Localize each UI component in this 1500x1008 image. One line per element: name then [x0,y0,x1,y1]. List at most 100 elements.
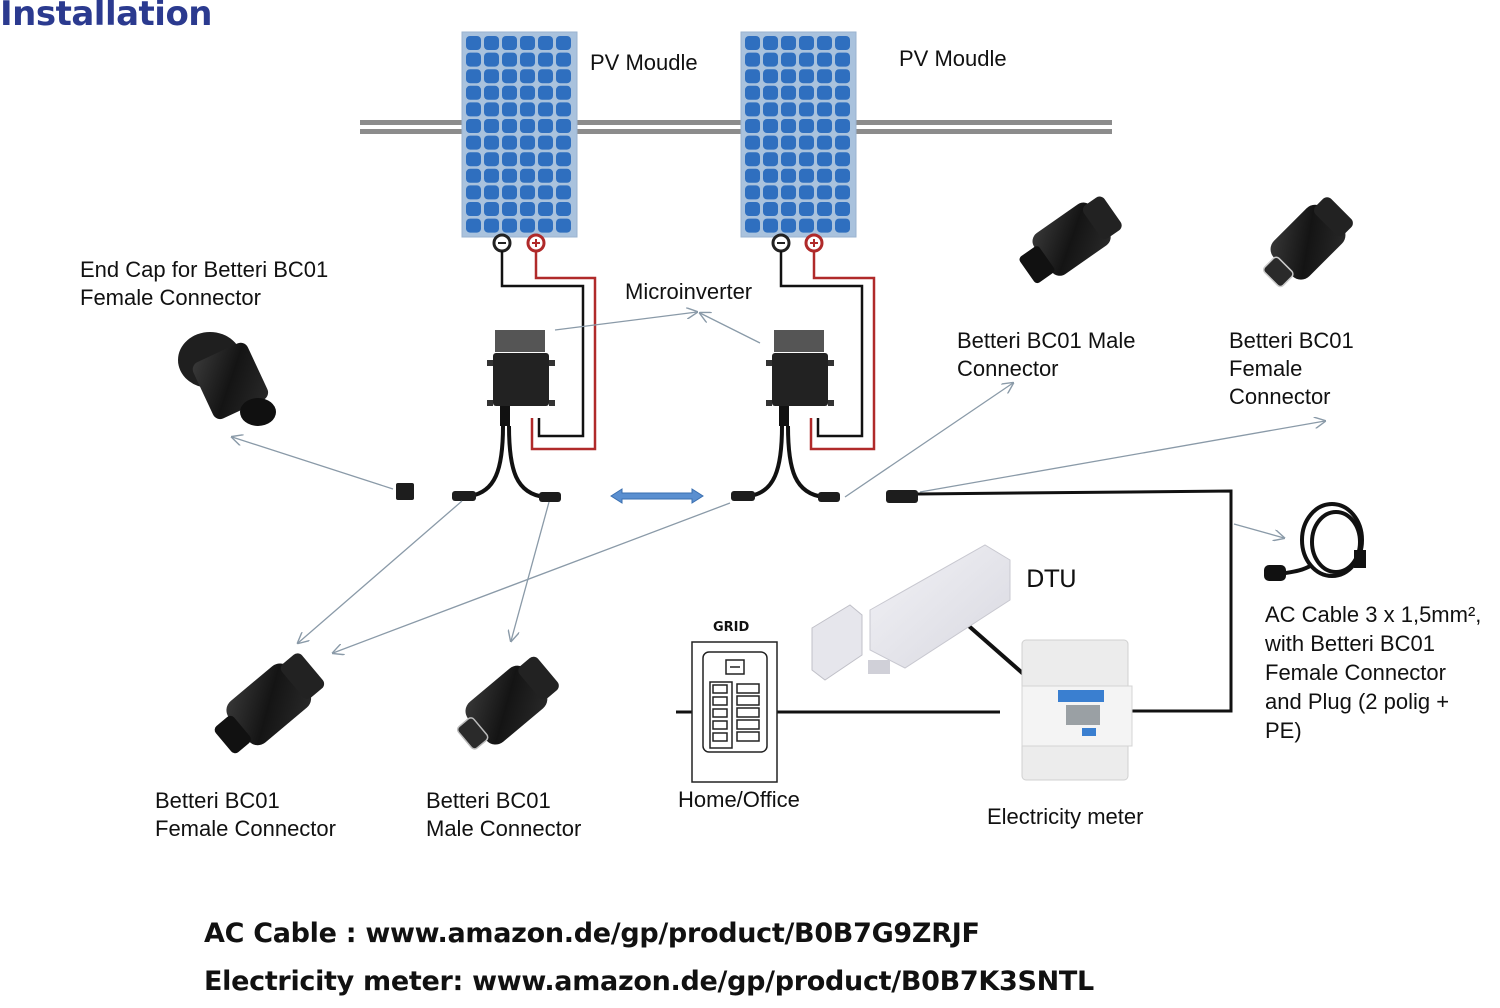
pv-module-2-label: PV Moudle [899,46,1007,71]
electricity-meter-link[interactable]: Electricity meter: www.amazon.de/gp/prod… [204,966,1094,997]
pv-cell [763,168,778,183]
pv-cell [745,135,760,150]
ac-cable-link[interactable]: AC Cable : www.amazon.de/gp/product/B0B7… [204,918,980,949]
label-line: Male Connector [426,816,582,841]
pv-cell [817,135,832,150]
end-cap-label: End Cap for Betteri BC01 Female Connecto… [80,256,328,312]
home-office-label: Home/Office [678,787,800,812]
male-connector-small-icon [818,492,840,502]
male-connector-small-icon [539,492,561,502]
pv-cell [763,102,778,117]
label-line: Betteri BC01 Male [957,328,1136,353]
pv-cell [781,185,796,200]
mounting-rail [360,120,1112,134]
pv-cell [835,135,850,150]
pv-cell [817,119,832,133]
pv-cell [781,152,796,167]
end-cap-small-icon [396,483,414,500]
pv-cell [484,152,499,167]
pv-cell [781,85,796,100]
pv-cell [745,69,760,84]
end-cap-image [178,332,276,426]
pv-cell [781,202,796,216]
microinverter-2 [749,330,834,499]
pv-cell [556,135,571,150]
pv-cell [538,69,553,84]
pv-cell [835,202,850,216]
pv-cell [781,36,796,50]
pv-cell [817,69,832,84]
breaker-switch-icon [712,696,728,706]
pv-cell [520,69,535,84]
pv-cell [520,36,535,50]
pv-cell [556,152,571,167]
pv-cell [466,102,481,117]
pv-cell [799,52,814,67]
pv-cell [745,119,760,133]
double-arrow-icon [610,488,704,504]
pv-cell [502,168,517,183]
pv-cell [520,185,535,200]
dtu-device-image [811,544,1011,681]
female-connector-bottom-image [214,653,325,754]
pv-cell [466,168,481,183]
pv-cell [763,152,778,167]
pv-cell [745,85,760,100]
pv-cell [817,102,832,117]
label-line: Female Connector [1265,660,1446,685]
pv-cell [556,119,571,133]
breaker-label-slot [736,707,760,718]
pv-cell [466,152,481,167]
breaker-switch-icon [712,684,728,694]
label-line: PE) [1265,718,1302,743]
microinverter-1 [469,330,555,499]
female-connector-bottom-label: Betteri BC01 Female Connector [155,787,336,843]
male-connector-top-label: Betteri BC01 Male Connector [957,327,1136,383]
pv-cell [745,168,760,183]
pv-cell [502,52,517,67]
label-line: Betteri BC01 [155,788,280,813]
female-connector-top-label: Betteri BC01 Female Connector [1229,327,1354,411]
breaker-switch-icon [712,708,728,718]
pv-cell [556,36,571,50]
pv-cell [763,85,778,100]
pv-cell [781,168,796,183]
pv-cell [556,185,571,200]
label-line: Female Connector [155,816,336,841]
dc-wires-1 [500,251,597,451]
pv-cell [763,135,778,150]
pv-cell [502,135,517,150]
pv-cell [466,185,481,200]
pv-cell [745,102,760,117]
negative-terminal-icon [492,233,512,253]
label-line: Female [1229,356,1303,381]
pv-cell [484,69,499,84]
label-line: Connector [957,356,1059,381]
pv-cell [466,119,481,133]
ac-trunk-line [917,489,1233,713]
pv-module-1-label: PV Moudle [590,50,698,75]
pv-cell [745,52,760,67]
pv-cell [556,102,571,117]
pv-panel-2 [740,31,857,238]
female-connector-small-icon [452,491,476,501]
male-connector-bottom-image [456,656,559,750]
pv-cell [466,52,481,67]
pv-cell [781,102,796,117]
electricity-meter-label: Electricity meter [987,804,1144,829]
pv-cell [538,202,553,216]
pointer-lines [232,312,1325,653]
pv-cell [781,218,796,233]
label-line: with Betteri BC01 [1265,631,1435,656]
pv-cell [556,218,571,233]
ac-cable-coil-image [1264,502,1366,581]
grid-panel-icon [691,641,778,783]
negative-terminal-icon [771,233,791,253]
pv-cell [799,135,814,150]
ac-cable-connector-icon [886,490,918,503]
pv-cell [520,119,535,133]
pv-cell [502,185,517,200]
pv-cell [520,85,535,100]
male-connector-bottom-label: Betteri BC01 Male Connector [426,787,581,843]
